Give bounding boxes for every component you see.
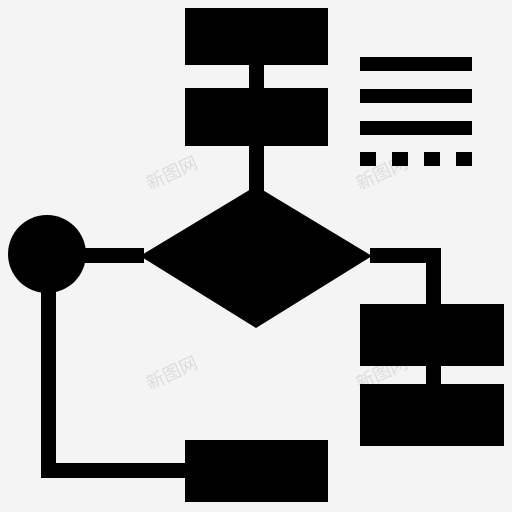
process-box-second xyxy=(185,88,328,146)
watermark-text: 新图网 xyxy=(143,353,201,395)
connector-bottom-horizontal xyxy=(41,463,187,478)
process-box-right-upper xyxy=(360,304,504,366)
watermark-text: 新图网 xyxy=(143,153,201,195)
text-line-2 xyxy=(360,89,472,103)
connector-left-vertical xyxy=(41,288,56,478)
decision-diamond xyxy=(140,186,372,328)
dot-1 xyxy=(360,152,376,166)
start-circle xyxy=(8,215,86,293)
dot-2 xyxy=(392,152,408,166)
dot-4 xyxy=(456,152,472,166)
process-box-top xyxy=(185,8,328,65)
connector-diamond-right xyxy=(370,248,440,263)
connector-circle-diamond xyxy=(84,248,144,263)
text-line-1 xyxy=(360,57,472,71)
dot-3 xyxy=(424,152,440,166)
process-box-right-lower xyxy=(360,384,504,446)
connector-right-down xyxy=(426,248,441,306)
connector-right-boxes xyxy=(426,362,441,388)
text-line-3 xyxy=(360,121,472,135)
connector-top-boxes xyxy=(249,60,264,92)
process-box-bottom xyxy=(185,440,328,502)
flowchart-shapes xyxy=(8,8,504,502)
connector-to-decision xyxy=(249,144,264,192)
